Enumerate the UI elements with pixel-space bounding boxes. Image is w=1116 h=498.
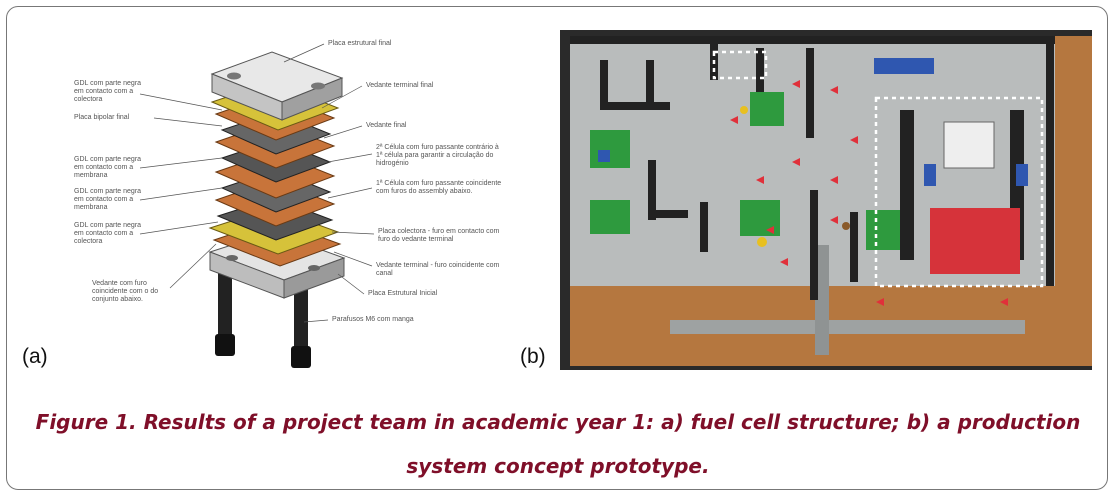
callout-final-terminal-gasket: Vedante terminal final xyxy=(366,82,434,89)
top-structural-plate xyxy=(210,51,344,121)
dotted-paths xyxy=(712,50,1044,288)
callout-final-gasket: Vedante final xyxy=(366,122,407,129)
callout-final-bipolar-plate: Placa bipolar final xyxy=(74,114,130,121)
leader-lines xyxy=(139,43,375,323)
figure-frame xyxy=(6,6,1108,490)
fuel-cell-exploded-view: Placa estrutural final Vedante terminal … xyxy=(22,22,532,370)
red-machine xyxy=(930,208,1020,274)
blue-conveyor xyxy=(874,58,934,74)
callout-collector-plate: Placa colectora - furo em contacto com f… xyxy=(378,228,500,243)
callout-gdl-collector-top: GDL com parte negra em contacto com a co… xyxy=(74,80,142,103)
callout-initial-structural-plate: Placa Estrutural Inicial xyxy=(368,290,438,297)
callout-second-cell: 2ª Célula com furo passante contrário à … xyxy=(376,144,499,167)
white-control-box xyxy=(943,121,995,169)
fuel-cell-drawing xyxy=(139,43,375,368)
panel-a-label: (a) xyxy=(22,345,48,368)
callout-gdl-membrane-1: GDL com parte negra em contacto com a me… xyxy=(74,156,142,179)
callout-first-cell: 1ª Célula com furo passante coincidente … xyxy=(376,180,502,195)
callout-gdl-collector-bottom: GDL com parte negra em contacto com a co… xyxy=(74,222,142,245)
callout-gasket-hole: Vedante com furo coincidente com o do co… xyxy=(92,280,159,303)
callout-bolts: Parafusos M6 com manga xyxy=(332,316,414,323)
lego-prototype-image xyxy=(560,30,1092,370)
callout-top-structural-plate: Placa estrutural final xyxy=(328,40,392,47)
callout-terminal-gasket: Vedante terminal - furo coincidente com … xyxy=(376,262,500,277)
flow-arrows xyxy=(730,80,1008,306)
bolts xyxy=(215,272,311,368)
figure-caption: Figure 1. Results of a project team in a… xyxy=(35,410,1081,478)
panel-b-label: (b) xyxy=(520,345,546,368)
callout-gdl-membrane-2: GDL com parte negra em contacto com a me… xyxy=(74,188,142,211)
production-system-photo xyxy=(560,30,1092,370)
